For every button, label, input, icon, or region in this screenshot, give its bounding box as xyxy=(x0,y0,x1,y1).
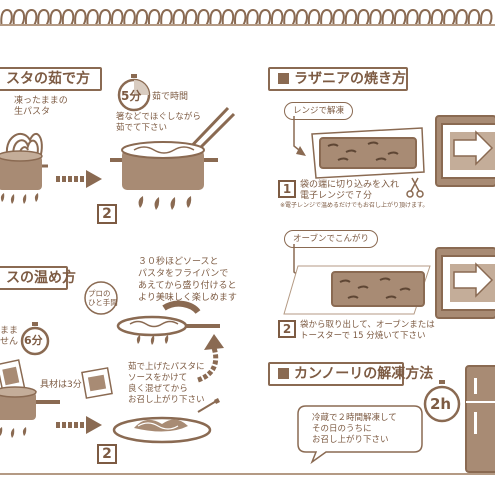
timer-icon xyxy=(117,74,151,112)
microwave-icon xyxy=(435,115,495,187)
boil-pot-with-chopsticks-icon xyxy=(110,106,236,210)
frying-pan-icon xyxy=(116,300,220,345)
lasagna-tray-icon xyxy=(311,127,425,179)
cannoli-note: 冷蔵で２時間解凍して その日のうちに お召し上がり下さい xyxy=(312,413,397,445)
boil-time-label: 茹で時間 xyxy=(152,92,189,102)
pasta-boil-title: スタの茹で方 xyxy=(0,67,102,91)
step-number: 2 xyxy=(278,320,296,338)
lasagna-step1-note: ※電子レンジで温めるだけでもお召し上がり頂けます。 xyxy=(280,202,429,209)
timer-icon xyxy=(20,322,50,356)
boil-timer-value: 5分 xyxy=(121,89,142,103)
curved-arrow-up-icon xyxy=(197,334,224,383)
ingredients-time-label: 具材は3分 xyxy=(40,380,82,390)
boil-note: 箸などでほぐしながら 茹でて下さい xyxy=(116,112,201,133)
arrow-right-icon xyxy=(56,416,102,434)
step-number: 1 xyxy=(278,180,296,198)
scissors-icon xyxy=(406,177,424,198)
bubble-pointer-icon xyxy=(293,116,306,156)
lasagna-step2-text: 袋から取り出して、オーブンまたは トースターで 15 分焼いて下さい xyxy=(300,320,435,341)
lasagna-title: ラザニアの焼き方 xyxy=(268,67,408,91)
sauce-timer-value: 6分 xyxy=(24,334,43,347)
sauce-left-partial-text: まま せん xyxy=(0,326,19,347)
sauce-pot-icon xyxy=(0,359,60,438)
pasta-plate-icon xyxy=(112,398,220,444)
oven-icon xyxy=(435,247,495,319)
paper-sheet xyxy=(0,24,495,475)
square-bullet-icon xyxy=(278,73,289,84)
lasagna-step1-text: 袋の端に切り込みを入れ 電子レンジで７分 xyxy=(300,180,400,201)
pro-badge-label: プロの ひと手間 xyxy=(88,289,118,307)
microwave-bubble: レンジで解凍 xyxy=(284,102,354,120)
oven-bubble: オーブンでこんがり xyxy=(284,230,378,248)
sauce-step2-note: 茹で上げたパスタに ソースをかけて 良く混ぜてから お召し上がり下さい xyxy=(128,362,205,405)
cannoli-timer-value: 2h xyxy=(430,395,452,413)
sauce-description: ３０秒ほどソースと パスタをフライパンで あえてから盛り付けると より美味しく楽… xyxy=(138,257,237,303)
sauce-packet-icon xyxy=(81,367,113,399)
refrigerator-icon xyxy=(465,365,495,473)
step-number: 2 xyxy=(97,444,117,464)
boil-pot-left-icon xyxy=(0,150,48,204)
step-number: 2 xyxy=(97,204,117,224)
cannoli-speech-bubble xyxy=(297,405,423,465)
square-bullet-icon xyxy=(278,368,289,379)
cannoli-title: カンノーリの解凍方法 xyxy=(268,362,433,386)
pro-badge-icon xyxy=(84,281,118,315)
lasagna-baked-icon xyxy=(283,265,431,315)
timer-icon xyxy=(423,380,461,423)
arrow-right-icon xyxy=(56,170,102,188)
frozen-pasta-label: 凍ったままの 生パスタ xyxy=(14,96,68,117)
sauce-warm-title: スの温め方 xyxy=(0,266,76,290)
